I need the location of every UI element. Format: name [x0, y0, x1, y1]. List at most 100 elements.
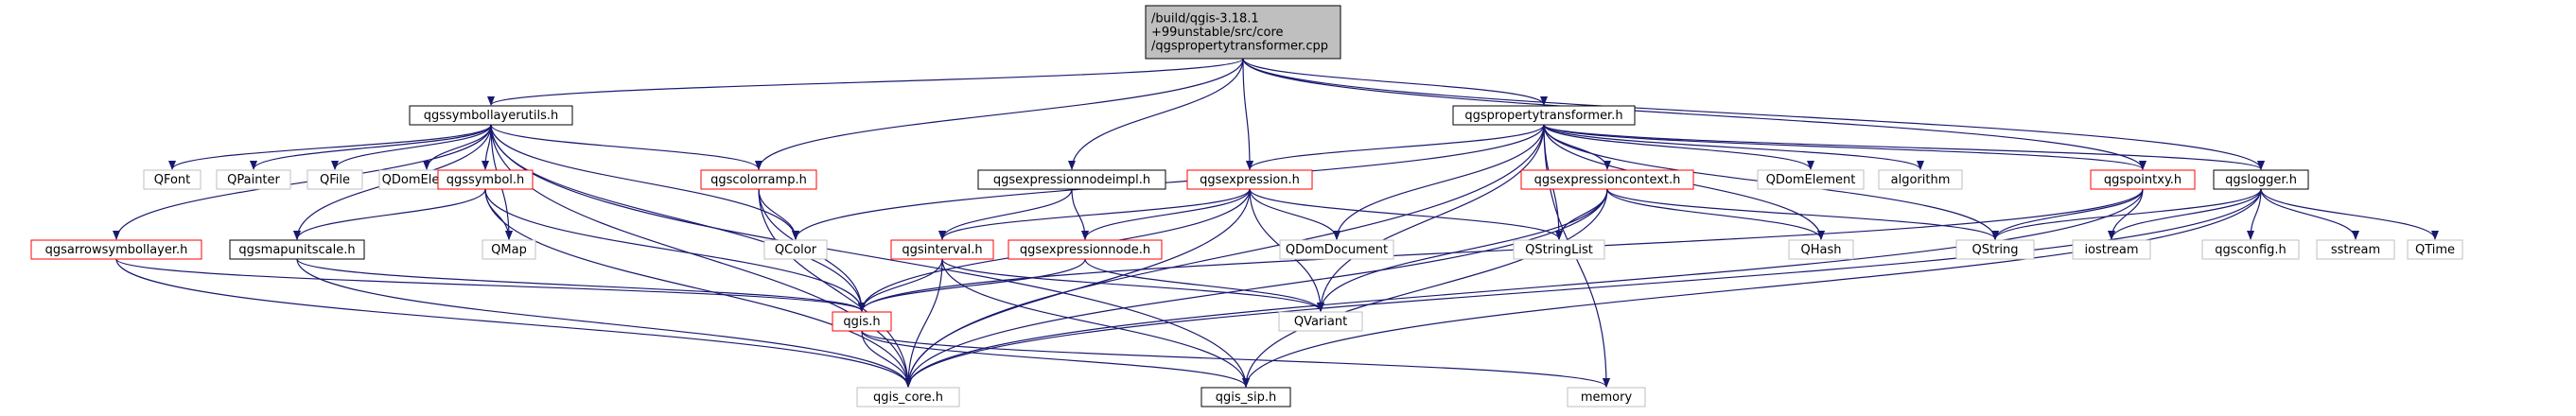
edge-expression-to-interval	[938, 188, 1251, 240]
node-arrowsymbollayer[interactable]: qgsarrowsymbollayer.h	[30, 239, 202, 260]
node-qpainter: QPainter	[216, 169, 291, 190]
edge-root-to-expression	[1242, 58, 1253, 170]
node-exprnodeimpl[interactable]: qgsexpressionnodeimpl.h	[977, 169, 1166, 190]
node-box	[2316, 239, 2395, 260]
node-box	[2072, 239, 2151, 260]
node-colorramp[interactable]: qgscolorramp.h	[700, 169, 817, 190]
edge-root-to-colorramp	[755, 58, 1244, 170]
node-label: qgssymbol.h	[447, 173, 525, 187]
node-label: qgssymbollayerutils.h	[424, 109, 559, 123]
node-box	[1520, 169, 1694, 190]
edge-symbollayerutils-to-qcolor	[490, 124, 799, 240]
node-box	[143, 169, 202, 190]
edge-qgssymbol-to-mapunitscale	[293, 188, 486, 240]
edge-root-to-exprnodeimpl	[1068, 58, 1244, 170]
edge-logger-to-sstream	[2260, 188, 2359, 240]
edge-pointxy-to-qstring	[1991, 188, 2144, 240]
node-interval[interactable]: qgsinterval.h	[890, 239, 994, 260]
node-label: QHash	[1801, 243, 1842, 257]
node-label: qgspointxy.h	[2104, 173, 2182, 187]
node-mapunitscale[interactable]: qgsmapunitscale.h	[229, 239, 365, 260]
node-label: QDomElement	[1766, 173, 1856, 187]
node-qgssymbol[interactable]: qgssymbol.h	[437, 169, 534, 190]
edge-exprnode-to-qvariant	[1084, 258, 1324, 312]
edge-propertytransformer-to-qvariant	[1317, 124, 1545, 312]
node-label: qgslogger.h	[2225, 173, 2297, 187]
edge-exprnodeimpl-to-exprnode	[1071, 188, 1089, 240]
node-box	[890, 239, 994, 260]
node-label: qgscolorramp.h	[710, 173, 807, 187]
node-label: sstream	[2331, 243, 2380, 257]
node-root[interactable]: /build/qgis-3.18.1+99unstable/src/core/q…	[1145, 5, 1341, 60]
node-sstream: sstream	[2316, 239, 2395, 260]
node-box	[30, 239, 202, 260]
node-label: +99unstable/src/core	[1151, 26, 1284, 40]
edge-propertytransformer-to-qcolor	[792, 124, 1545, 240]
edge-arrowsymbollayer-to-qgis_core	[115, 258, 912, 388]
edge-logger-to-qtime	[2260, 188, 2439, 240]
node-label: QString	[1971, 243, 2018, 257]
node-iostream: iostream	[2072, 239, 2151, 260]
node-label: QColor	[775, 243, 817, 257]
edge-symbollayerutils-to-colorramp	[490, 124, 762, 170]
node-label: QTime	[2415, 243, 2455, 257]
node-label: QFont	[154, 173, 191, 187]
edge-logger-to-iostream	[2108, 188, 2262, 240]
node-exprnode[interactable]: qgsexpressionnode.h	[1008, 239, 1163, 260]
edge-logger-to-qstring	[1991, 188, 2262, 240]
edge-propertytransformer-to-logger	[1543, 124, 2265, 170]
node-box	[1279, 239, 1394, 260]
node-label: qgsexpressionnode.h	[1020, 243, 1150, 257]
edge-expression-to-qgis_core	[904, 188, 1251, 388]
node-label: qgsinterval.h	[902, 243, 982, 257]
node-qcolor: QColor	[763, 239, 828, 260]
edge-qgis-to-memory	[861, 330, 1610, 388]
node-label: qgis.h	[843, 315, 880, 329]
node-qvariant: QVariant	[1278, 311, 1363, 332]
edge-propertytransformer-to-qgis_core	[904, 124, 1545, 388]
edge-propertytransformer-to-qdomelement_b	[1543, 124, 1814, 170]
edge-root-to-pointxy	[1242, 58, 2147, 170]
edge-logger-to-qgis_core	[904, 188, 2262, 388]
node-propertytransformer[interactable]: qgspropertytransformer.h	[1452, 105, 1636, 126]
edge-expression-to-qdomdocument	[1249, 188, 1341, 240]
node-label: iostream	[2084, 243, 2138, 257]
edge-qgssymbol-to-qgis_core	[484, 188, 912, 388]
node-logger[interactable]: qgslogger.h	[2213, 169, 2309, 190]
node-algorithm: algorithm	[1878, 169, 1963, 190]
node-exprcontext[interactable]: qgsexpressioncontext.h	[1520, 169, 1694, 190]
edge-exprcontext-to-qhash	[1606, 188, 1825, 240]
node-box	[1452, 105, 1636, 126]
node-box	[437, 169, 534, 190]
node-label: /build/qgis-3.18.1	[1151, 11, 1259, 26]
node-label: algorithm	[1891, 173, 1951, 187]
node-qgis_core: qgis_core.h	[856, 387, 960, 407]
node-box	[307, 169, 363, 190]
node-label: qgsexpressionnodeimpl.h	[993, 173, 1150, 187]
node-label: qgsconfig.h	[2215, 243, 2286, 257]
edge-interval-to-qgis_core	[904, 258, 943, 388]
node-qfile: QFile	[307, 169, 363, 190]
edge-root-to-logger	[1242, 58, 2265, 170]
node-label: qgsmapunitscale.h	[238, 243, 355, 257]
node-box	[1955, 239, 2035, 260]
node-box	[229, 239, 365, 260]
edge-colorramp-to-qcolor	[758, 188, 799, 240]
node-box	[1145, 5, 1341, 60]
node-qgis_sip[interactable]: qgis_sip.h	[1200, 387, 1291, 407]
edge-expression-to-exprnode	[1081, 188, 1251, 240]
node-box	[1878, 169, 1963, 190]
edge-expression-to-qstringlist	[1249, 188, 1563, 240]
node-qgis[interactable]: qgis.h	[832, 311, 892, 332]
edge-propertytransformer-to-qdomdocument	[1333, 124, 1545, 240]
edge-colorramp-to-qgis_core	[758, 188, 912, 388]
node-symbollayerutils[interactable]: qgssymbollayerutils.h	[409, 105, 573, 126]
node-expression[interactable]: qgsexpression.h	[1186, 169, 1313, 190]
edge-qgssymbol-to-qmap	[484, 188, 513, 240]
node-label: qgsexpression.h	[1200, 173, 1300, 187]
edge-root-to-propertytransformer	[1242, 58, 1548, 106]
node-box	[1008, 239, 1163, 260]
node-pointxy[interactable]: qgspointxy.h	[2090, 169, 2196, 190]
node-qdomdocument: QDomDocument	[1279, 239, 1394, 260]
